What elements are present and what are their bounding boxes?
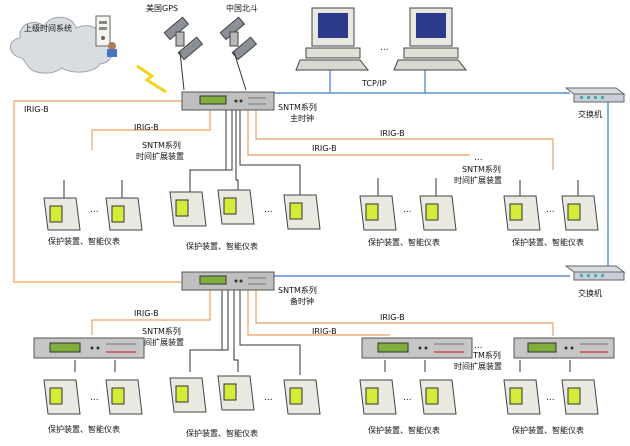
tcp-ip-lines [255, 70, 609, 277]
computer-icon-2 [393, 7, 468, 71]
devices-label: 保护装置、智能仪表 [48, 424, 120, 434]
network-switch-icon-top [564, 87, 626, 103]
expander-label-lower-left-1: SNTM系列 [142, 326, 181, 336]
network-switch-icon-bottom [564, 265, 626, 281]
protection-device-icon [43, 379, 81, 415]
satellite-icon-beidou [219, 16, 258, 91]
protection-device-icon [503, 379, 541, 415]
wireless-link-icon [136, 64, 167, 94]
expander-label-lower-right-1: SNTM系列 [462, 350, 501, 360]
protection-device-icon [217, 189, 255, 225]
device-ellipsis: ... [90, 393, 99, 403]
protection-device-icon [419, 178, 457, 231]
device-ellipsis: ... [546, 393, 555, 403]
irig-b-label-lower-1: IRIG-B [134, 309, 159, 318]
irig-b-label-lower-2: IRIG-B [312, 327, 337, 336]
satellite-icon-gps [163, 16, 204, 91]
protection-device-icon [561, 379, 599, 415]
irig-b-label-lower-3: IRIG-B [380, 313, 405, 322]
devices-label: 保护装置、智能仪表 [512, 237, 584, 247]
expander-label-lower-right-2: 时间扩展装置 [454, 361, 502, 371]
irig-b-lines [13, 100, 554, 336]
protection-device-icon [419, 379, 457, 415]
expander-label-upper-left-1: SNTM系列 [142, 140, 181, 150]
protection-device-icon [217, 375, 255, 411]
device-ellipsis: ... [90, 205, 99, 215]
switch-label-top: 交换机 [578, 109, 602, 119]
device-ellipsis: ... [403, 393, 412, 403]
upper-system-label: 上级时间系统 [24, 23, 72, 33]
drop-lines [74, 110, 571, 375]
upper-right-ellipsis: ... [474, 153, 483, 163]
device-ellipsis: ... [546, 205, 555, 215]
expander-label-upper-right-2: 时间扩展装置 [454, 175, 502, 185]
devices-label: 保护装置、智能仪表 [48, 236, 120, 246]
irig-b-label-upper-3: IRIG-B [380, 129, 405, 138]
switch-label-bottom: 交换机 [578, 288, 602, 298]
protection-device-icon [561, 180, 599, 231]
device-ellipsis: ... [264, 393, 273, 403]
protection-device-icon [105, 180, 143, 231]
rack-clock-icon-expander-middle [361, 337, 473, 359]
protection-device-icon [359, 178, 397, 231]
protection-device-icon [283, 379, 321, 415]
irig-b-label-upper-2: IRIG-B [312, 144, 337, 153]
devices-label: 保护装置、智能仪表 [186, 428, 258, 438]
expander-label-upper-right-1: SNTM系列 [462, 164, 501, 174]
backup-clock-label-1: SNTM系列 [278, 285, 317, 295]
devices-label: 保护装置、智能仪表 [368, 425, 440, 435]
expander-label-upper-left-2: 时间扩展装置 [136, 151, 184, 161]
computer-icon-1 [295, 7, 370, 71]
devices-label: 保护装置、智能仪表 [186, 241, 258, 251]
protection-device-icon [283, 194, 321, 230]
protection-device-icon [105, 379, 143, 415]
rack-clock-icon-main [181, 91, 275, 111]
main-clock-label-2: 主时钟 [290, 113, 314, 123]
rack-clock-icon-expander-right [513, 337, 615, 359]
devices-label: 保护装置、智能仪表 [512, 425, 584, 435]
device-ellipsis: ... [264, 205, 273, 215]
rack-clock-icon-backup [181, 271, 275, 291]
beidou-label: 中国北斗 [226, 3, 258, 13]
computer-ellipsis: ... [380, 43, 389, 53]
expander-label-lower-left-2: 时间扩展装置 [136, 337, 184, 347]
protection-device-icon [169, 377, 207, 413]
protection-device-icon [169, 191, 207, 227]
irig-b-label-upper-1: IRIG-B [134, 123, 159, 132]
protection-device-icon [503, 180, 541, 231]
irig-b-label-left: IRIG-B [24, 105, 49, 114]
lower-right-ellipsis: ... [474, 341, 483, 351]
gps-label: 美国GPS [146, 3, 178, 13]
main-clock-label-1: SNTM系列 [278, 102, 317, 112]
protection-device-icon [359, 379, 397, 415]
device-ellipsis: ... [403, 205, 412, 215]
server-icon [95, 15, 117, 57]
rack-clock-icon-expander-left [33, 337, 145, 359]
devices-label: 保护装置、智能仪表 [368, 237, 440, 247]
protection-device-icon [43, 180, 81, 231]
backup-clock-label-2: 备时钟 [290, 296, 314, 306]
tcp-ip-label: TCP/IP [361, 79, 387, 88]
